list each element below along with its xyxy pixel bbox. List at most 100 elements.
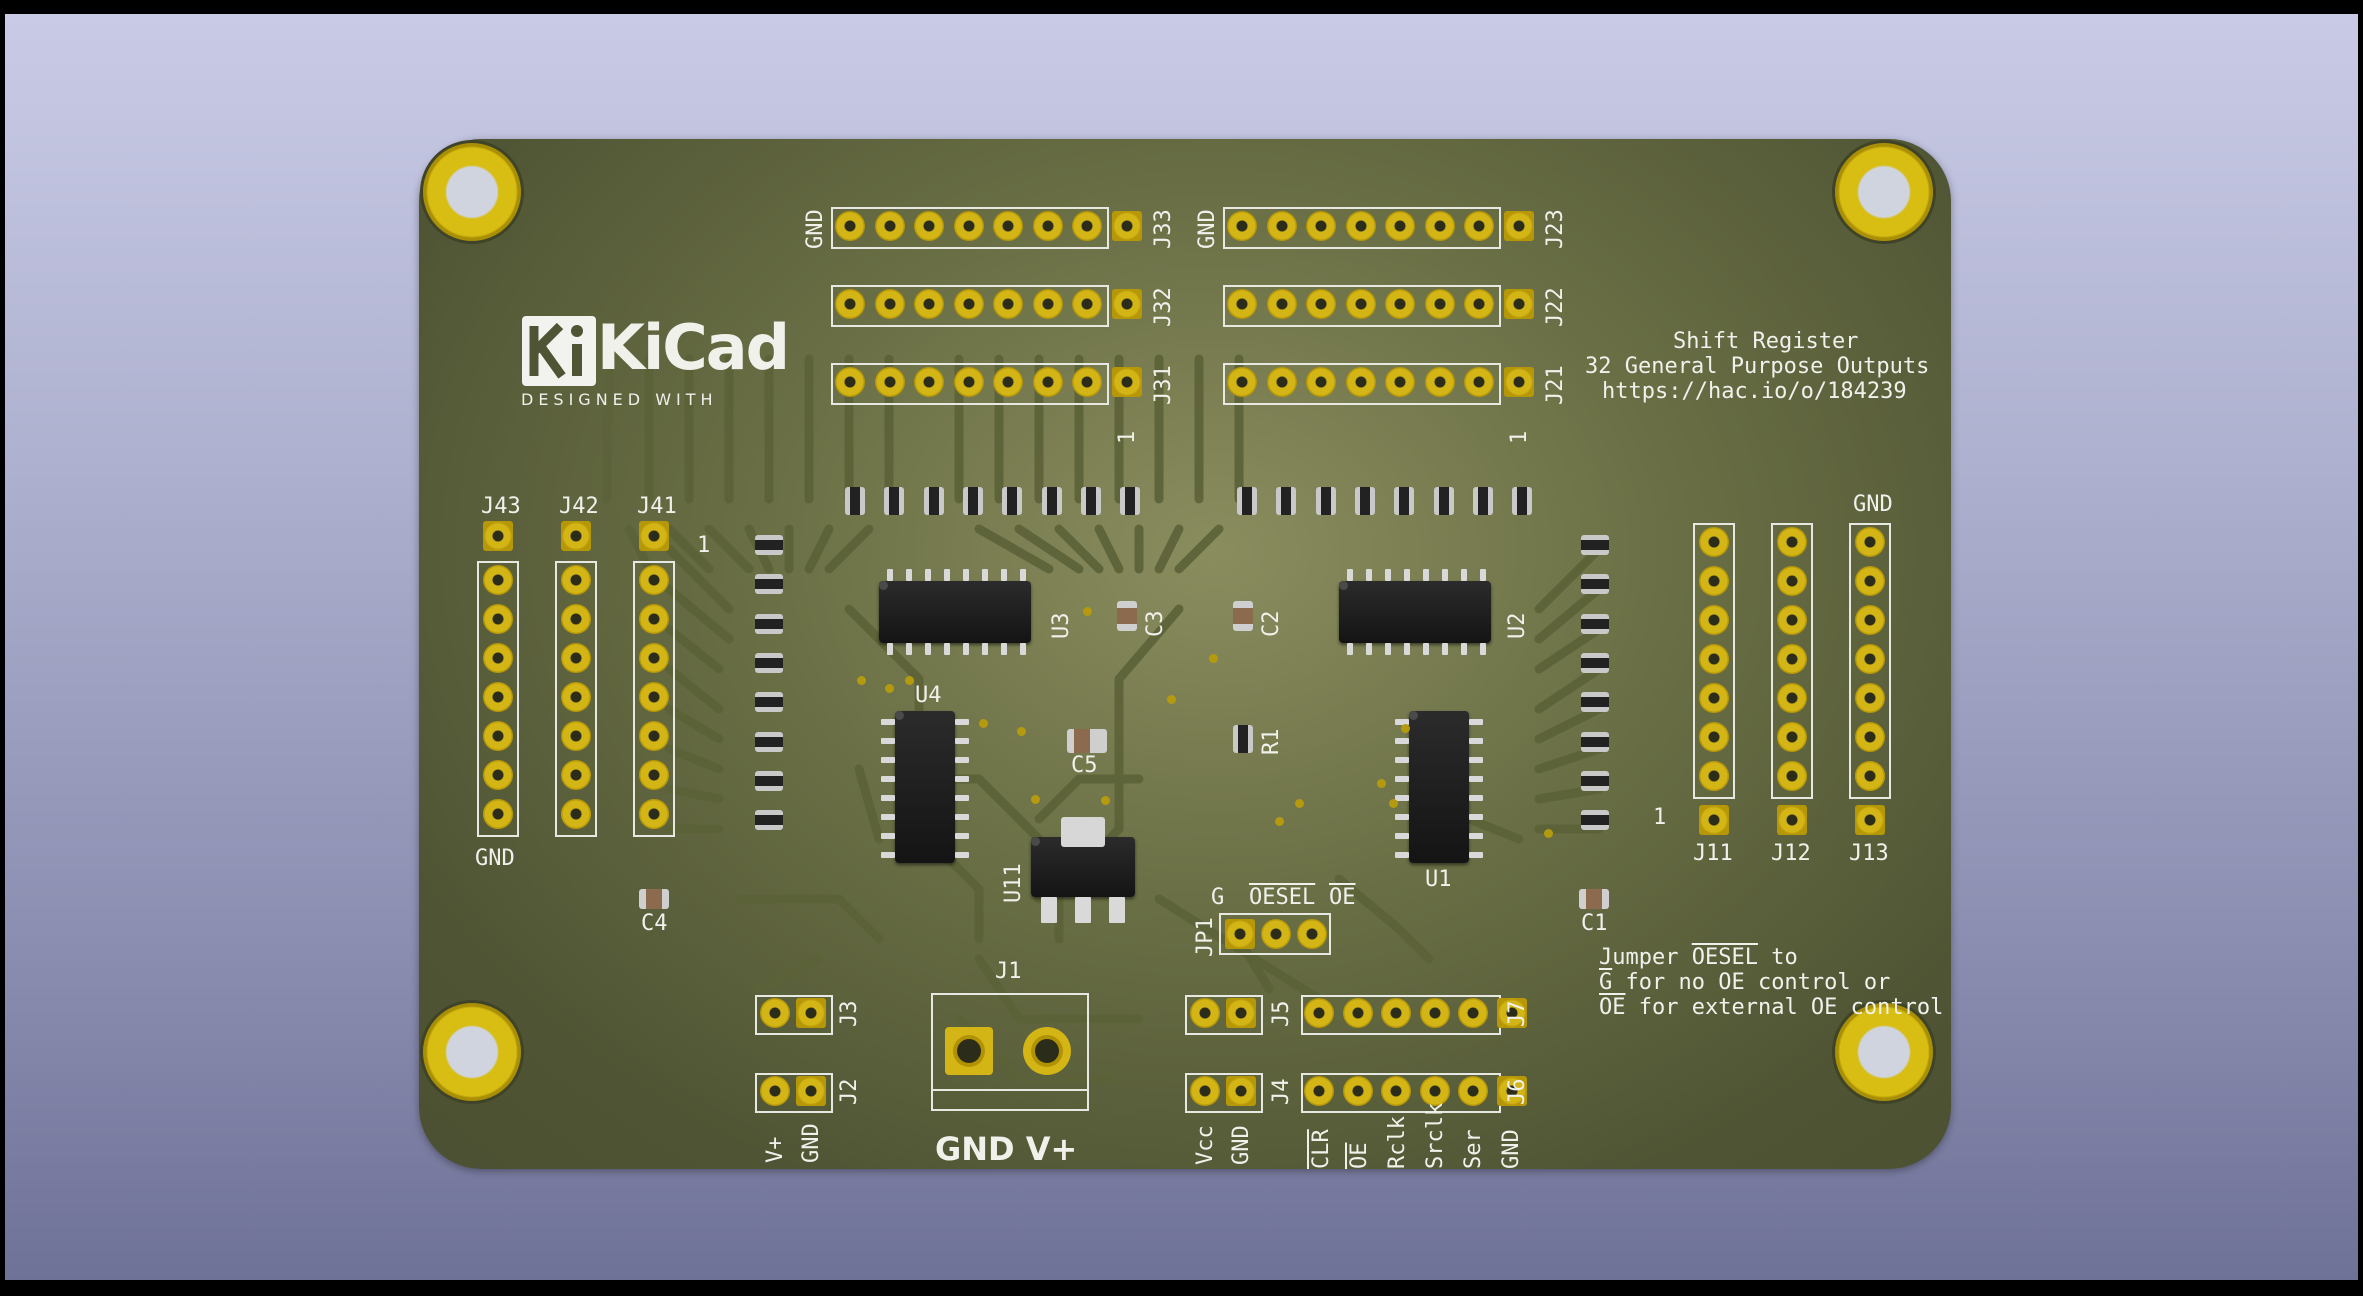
label-gnd-j13: GND	[1853, 492, 1893, 517]
ic-leg	[1461, 569, 1467, 581]
header-pin	[1111, 211, 1142, 241]
header-pin	[561, 604, 591, 634]
header-pin	[1419, 1076, 1450, 1106]
via	[885, 684, 894, 693]
ic-u4	[895, 711, 955, 863]
ic-leg	[1020, 569, 1026, 581]
ic-leg	[1001, 643, 1007, 655]
header-pin	[835, 211, 865, 241]
label-jp1-oe: OE	[1329, 885, 1356, 910]
label-c4: C4	[641, 911, 668, 936]
label-j32: J32	[1151, 287, 1176, 327]
resistor	[755, 613, 783, 634]
header-outline-j2	[755, 1073, 833, 1113]
header-pin	[639, 643, 669, 673]
header-pin	[1464, 289, 1494, 319]
header-pin	[1777, 805, 1807, 835]
header-pin	[1777, 761, 1807, 791]
header-pin	[1699, 566, 1729, 596]
header-outline-j33	[831, 207, 1109, 249]
ic-leg	[1461, 643, 1467, 655]
header-pin	[1699, 605, 1729, 635]
resistor	[1581, 810, 1609, 831]
via	[1209, 654, 1218, 663]
label-j2: J2	[837, 1078, 862, 1106]
ic-leg	[1395, 833, 1409, 839]
ic-leg	[1395, 757, 1409, 763]
label-j7: J7	[1505, 1000, 1530, 1028]
resistor	[1581, 692, 1609, 713]
header-pin	[1855, 683, 1885, 713]
via	[1275, 817, 1284, 826]
header-pin	[1699, 683, 1729, 713]
header-pin	[874, 211, 905, 241]
label-j33: J33	[1151, 209, 1176, 249]
ic-leg	[881, 738, 895, 744]
label-gnd-j4: GND	[1229, 1125, 1254, 1165]
header-pin	[483, 604, 513, 634]
header-outline-j12	[1771, 523, 1813, 799]
via	[979, 719, 988, 728]
header-pin	[1227, 367, 1257, 397]
header-pin	[1777, 566, 1807, 596]
capacitor-c3	[1117, 601, 1137, 631]
header-pin	[1855, 805, 1885, 835]
header-pin	[1266, 289, 1297, 319]
ic-leg	[1385, 643, 1391, 655]
board-url: https://hac.io/o/184239	[1602, 379, 1907, 404]
regulator-leg	[1075, 897, 1091, 923]
pcb-board: KiCad DESIGNED WITH Shift Register 32 Ge…	[419, 139, 1951, 1169]
label-j5: J5	[1269, 1000, 1294, 1028]
ic-leg	[955, 776, 969, 782]
ic-leg	[1442, 643, 1448, 655]
jumper-note-line3: OE for external OE control	[1599, 995, 1944, 1020]
label-vcc: Vcc	[1193, 1125, 1218, 1165]
resistor	[755, 731, 783, 752]
header-pin	[1855, 527, 1885, 557]
header-pin	[561, 721, 591, 751]
label-j4: J4	[1269, 1078, 1294, 1106]
header-pin	[1424, 289, 1455, 319]
ic-leg	[1347, 569, 1353, 581]
header-pin	[561, 799, 591, 829]
jumper-note-line1: Jumper OESEL to	[1599, 945, 1798, 970]
header-pin	[1496, 1076, 1527, 1106]
header-pin	[1306, 367, 1336, 397]
header-outline-j13	[1849, 523, 1891, 799]
header-pin	[1342, 1076, 1373, 1106]
ic-leg	[881, 814, 895, 820]
resistor	[755, 535, 783, 555]
ic-leg	[1001, 569, 1007, 581]
resistor	[755, 652, 783, 673]
ic-leg	[906, 643, 912, 655]
label-u2: U2	[1505, 612, 1530, 640]
header-pin	[796, 998, 826, 1028]
resistor	[884, 487, 905, 515]
kicad-logo-text: KiCad	[597, 311, 790, 384]
header-pin	[953, 211, 984, 241]
header-pin	[483, 682, 513, 712]
resistor	[1581, 770, 1609, 791]
ic-leg	[881, 719, 895, 725]
header-pin	[1306, 211, 1336, 241]
3d-viewport[interactable]: KiCad DESIGNED WITH Shift Register 32 Ge…	[5, 14, 2358, 1280]
header-pin	[1855, 566, 1885, 596]
header-pin	[1855, 761, 1885, 791]
label-srclk: Srclk	[1423, 1102, 1448, 1169]
ic-leg	[881, 795, 895, 801]
header-pin	[1385, 367, 1415, 397]
ic-leg	[1366, 569, 1372, 581]
header-pin	[1503, 289, 1534, 319]
label-j11: J11	[1693, 841, 1733, 866]
header-pin	[1464, 367, 1494, 397]
header-outline-j3	[755, 995, 833, 1035]
label-u11: U11	[1001, 863, 1026, 903]
header-pin	[1345, 289, 1376, 319]
label-pin1-j21: 1	[1507, 430, 1532, 444]
header-pin	[953, 289, 984, 319]
header-pin	[1855, 605, 1885, 635]
jumper-pad	[1261, 919, 1291, 949]
header-pin	[1345, 367, 1376, 397]
header-outline-j23	[1223, 207, 1501, 249]
header-pin	[1226, 998, 1256, 1028]
